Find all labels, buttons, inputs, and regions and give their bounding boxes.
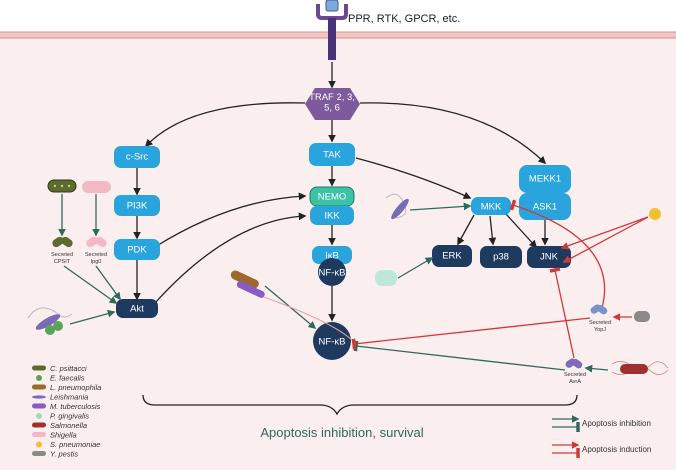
node-nfkb-cyto-label: NF-κB bbox=[319, 268, 346, 279]
effector-yopj-label-1: Secreted bbox=[589, 320, 611, 326]
rod-icon bbox=[32, 403, 46, 409]
legend-label: L. pneumophila bbox=[50, 383, 101, 392]
legend-item: Y. pestis bbox=[32, 450, 78, 459]
leishmania-efaecalis-icon bbox=[27, 307, 73, 335]
secreted-cpsit-icon bbox=[52, 236, 73, 248]
node-ikb-label: IκB bbox=[325, 251, 339, 262]
node-csrc-label: c-Src bbox=[126, 152, 148, 163]
node-jnk: JNK bbox=[527, 246, 571, 268]
node-tak: TAK bbox=[309, 143, 355, 166]
outcome-brace bbox=[142, 394, 578, 416]
node-tak-label: TAK bbox=[323, 150, 341, 161]
l-pneumophila-mtb-icon bbox=[230, 270, 265, 298]
node-p38: p38 bbox=[480, 246, 522, 268]
secreted-yopj-icon bbox=[590, 304, 608, 315]
key-inhibition-label: Apoptosis inhibition bbox=[582, 419, 651, 428]
leishmania-icon bbox=[385, 193, 409, 220]
node-pdk-label: PDK bbox=[127, 245, 147, 256]
legend-item: E. faecalis bbox=[36, 374, 85, 383]
secreted-avra-icon bbox=[565, 358, 583, 369]
node-nemo: NEMO bbox=[309, 186, 355, 207]
effector-cpsit-label-2: CPSIT bbox=[54, 259, 71, 265]
legend-label: Salmonella bbox=[50, 421, 87, 430]
cell-membrane bbox=[0, 32, 676, 38]
receptor-icon bbox=[316, 0, 348, 60]
effector-avra-label-2: AvrA bbox=[569, 379, 581, 385]
legend-label: C. psittacci bbox=[50, 364, 87, 373]
legend-label: Shigella bbox=[50, 431, 77, 440]
node-nfkb-cytoplasm: NF-κB bbox=[318, 258, 346, 286]
node-nfkb-nuc-label: NF-κB bbox=[319, 337, 346, 348]
node-ikk: IKK bbox=[310, 206, 354, 225]
effector-avra-label-1: Secreted bbox=[564, 372, 586, 378]
c-psittacci-icon bbox=[47, 179, 77, 193]
s-pneumoniae-icon bbox=[649, 208, 661, 220]
key-induction-label: Apoptosis induction bbox=[582, 445, 651, 454]
node-traf-label: TRAF 2, 3,5, 6 bbox=[309, 92, 355, 113]
node-mkk-label: MKK bbox=[481, 202, 502, 213]
legend-item: Shigella bbox=[32, 431, 77, 440]
legend-item: M. tuberculosis bbox=[32, 402, 101, 411]
shigella-icon bbox=[82, 181, 111, 193]
node-pi3k: PI3K bbox=[114, 195, 160, 216]
effector-ipgd-label-2: Ipg0 bbox=[91, 259, 102, 265]
effector-cpsit-label-1: Secreted bbox=[51, 252, 73, 258]
coccus-icon bbox=[36, 441, 42, 448]
legend-label: Leishmania bbox=[50, 393, 88, 402]
node-mekk1: MEKK1 bbox=[519, 165, 571, 193]
rod-icon bbox=[32, 432, 46, 437]
legend-item: Salmonella bbox=[32, 421, 87, 430]
outcome-label: Apoptosis inhibition, survival bbox=[260, 425, 423, 440]
legend-item: L. pneumophila bbox=[32, 383, 101, 392]
y-pestis-icon bbox=[634, 311, 650, 322]
arrow-key: Apoptosis inhibition Apoptosis induction bbox=[552, 415, 651, 459]
node-mekk1-label: MEKK1 bbox=[529, 174, 561, 185]
legend-label: Y. pestis bbox=[50, 450, 78, 459]
legend-item: C. psittacci bbox=[32, 364, 87, 373]
node-erk-label: ERK bbox=[442, 251, 462, 262]
node-ikb: IκB bbox=[312, 246, 352, 264]
coccus-icon bbox=[36, 413, 42, 419]
node-p38-label: p38 bbox=[493, 252, 509, 263]
legend-item: P. gingivalis bbox=[36, 412, 89, 421]
legend-item: S. pneumoniae bbox=[36, 440, 100, 449]
node-csrc: c-Src bbox=[114, 146, 160, 168]
node-pdk: PDK bbox=[114, 239, 160, 260]
node-ikk-label: IKK bbox=[324, 211, 340, 222]
node-akt: Akt bbox=[116, 299, 158, 318]
node-nfkb-nucleus: NF-κB bbox=[313, 322, 351, 360]
effector-ipgd-label-1: Secreted bbox=[85, 252, 107, 258]
node-nemo-label: NEMO bbox=[318, 192, 347, 203]
node-ask1-label: ASK1 bbox=[533, 202, 557, 213]
receptor-label: PPR, RTK, GPCR, etc. bbox=[348, 13, 460, 25]
secreted-ipgd-icon bbox=[86, 236, 107, 248]
node-akt-label: Akt bbox=[130, 304, 144, 315]
rod-icon bbox=[32, 451, 46, 456]
legend-item: Leishmania bbox=[32, 393, 88, 402]
node-mkk: MKK bbox=[471, 197, 511, 215]
rod-icon bbox=[32, 384, 46, 390]
node-pi3k-label: PI3K bbox=[127, 201, 148, 212]
effector-yopj-label-2: YopJ bbox=[594, 327, 606, 333]
inhibition-arrows bbox=[58, 194, 609, 373]
legend-label: S. pneumoniae bbox=[50, 440, 100, 449]
node-traf: TRAF 2, 3,5, 6 bbox=[305, 88, 360, 120]
p-gingivalis-icon bbox=[375, 270, 397, 286]
legend-label: E. faecalis bbox=[50, 374, 85, 383]
rod-icon bbox=[32, 365, 46, 371]
legend-label: M. tuberculosis bbox=[50, 402, 101, 411]
flagellated-rod-icon bbox=[32, 422, 46, 428]
activation-arrows bbox=[133, 62, 549, 322]
flagellate-icon bbox=[32, 395, 46, 399]
node-ask1: ASK1 bbox=[519, 193, 571, 220]
induction-arrows bbox=[249, 199, 649, 359]
node-jnk-label: JNK bbox=[540, 252, 559, 263]
legend-label: P. gingivalis bbox=[50, 412, 89, 421]
salmonella-icon bbox=[611, 361, 669, 375]
coccus-icon bbox=[36, 375, 42, 381]
node-erk: ERK bbox=[432, 245, 472, 267]
